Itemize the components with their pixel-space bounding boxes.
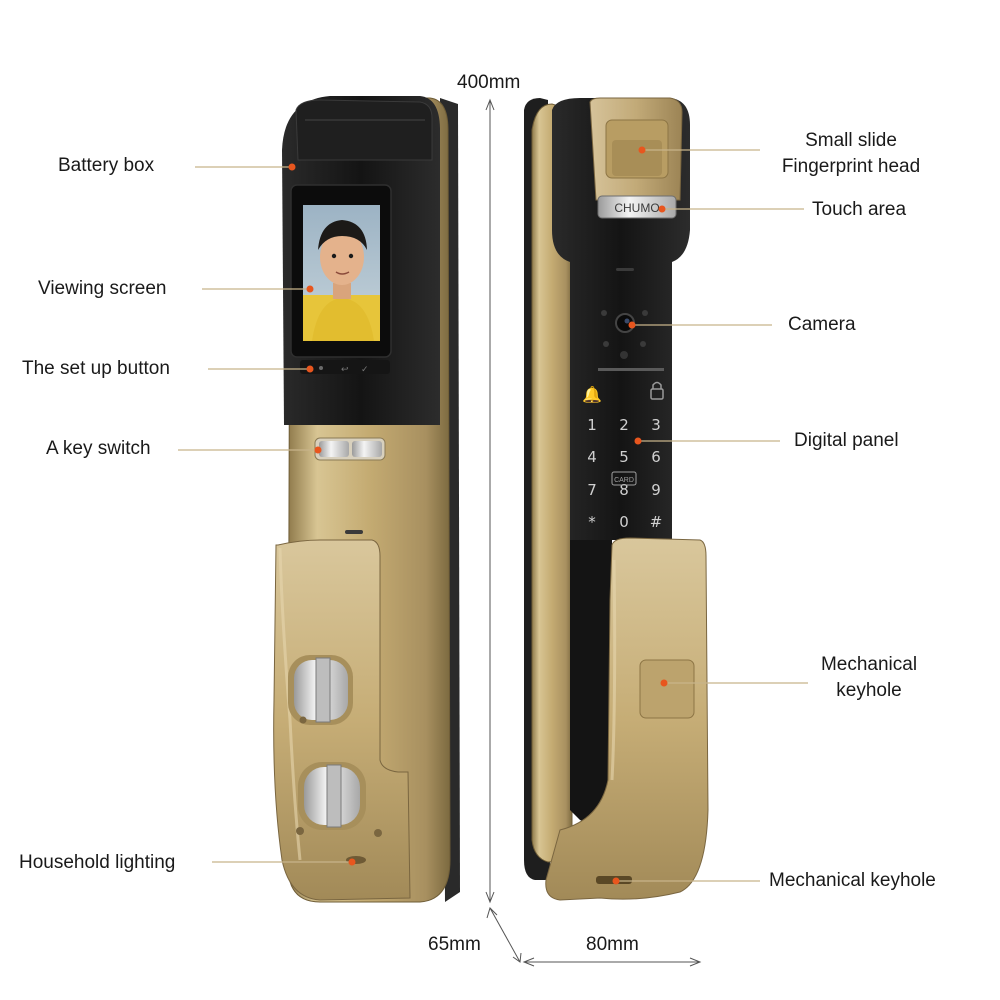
label-mechanical-keyhole-2: Mechanical keyhole: [769, 870, 936, 891]
label-viewing-screen: Viewing screen: [38, 278, 167, 299]
label-household-lighting: Household lighting: [19, 852, 176, 873]
label-mech-keyhole-1-line1: Mechanical: [820, 654, 918, 675]
label-small-slide: Small slide Fingerprint head: [766, 130, 936, 178]
leader-dot-digital-panel: [634, 437, 642, 445]
leader-dot-mech-keyhole-1: [660, 679, 668, 687]
keypad-key: 1: [587, 416, 597, 434]
leader-dot-setup-button: [306, 365, 314, 373]
keypad-key: 0: [619, 513, 629, 531]
callout-leaders: [178, 146, 808, 885]
label-mechanical-keyhole-1: Mechanical keyhole: [800, 654, 938, 702]
leader-dot-viewing-screen: [306, 285, 314, 293]
label-touch-area: Touch area: [812, 199, 907, 220]
dimension-width: 80mm: [586, 934, 639, 955]
keypad-key: #: [650, 513, 663, 531]
keypad-key: *: [588, 513, 596, 531]
dimension-lines: [485, 98, 702, 967]
leader-dot-touch-area: [658, 205, 666, 213]
svg-text:✓: ✓: [361, 365, 369, 375]
keypad-key: 2: [619, 416, 629, 434]
label-key-switch: A key switch: [46, 438, 151, 459]
keypad-key: 7: [587, 481, 597, 499]
keypad-key: 9: [651, 481, 661, 499]
front-lock: ↩ ✓: [273, 96, 460, 903]
label-small-slide-line2: Fingerprint head: [781, 156, 921, 177]
keypad-key: 3: [651, 416, 661, 434]
card-label: CARD: [614, 477, 634, 484]
leader-dot-mech-keyhole-2: [612, 877, 620, 885]
label-small-slide-line1: Small slide: [805, 130, 897, 151]
side-lock: CHUMO 🔔 1 2 3 4 5 6 7 8 9 * 0 # CARD: [524, 97, 709, 901]
svg-text:↩: ↩: [341, 365, 349, 375]
leader-dot-camera: [628, 321, 636, 329]
label-mech-keyhole-1-line2: keyhole: [836, 680, 902, 701]
leader-dot-key-switch: [314, 446, 322, 454]
keypad-key: 8: [619, 481, 629, 499]
leader-dot-small-slide: [638, 146, 646, 154]
dimension-height: 400mm: [457, 72, 521, 93]
keypad-key: 6: [651, 448, 661, 466]
leader-dot-household-lighting: [348, 858, 356, 866]
label-setup-button: The set up button: [22, 358, 170, 379]
dimension-depth: 65mm: [428, 934, 481, 955]
keypad-key: 5: [619, 448, 629, 466]
label-digital-panel: Digital panel: [794, 430, 899, 451]
leader-dot-battery-box: [288, 163, 296, 171]
keypad-key: 4: [587, 448, 597, 466]
brand-text: CHUMO: [614, 201, 659, 215]
label-battery-box: Battery box: [58, 155, 155, 176]
svg-text:🔔: 🔔: [582, 385, 602, 404]
label-camera: Camera: [788, 314, 856, 335]
digital-keypad: 1 2 3 4 5 6 7 8 9 * 0 #: [587, 416, 662, 531]
